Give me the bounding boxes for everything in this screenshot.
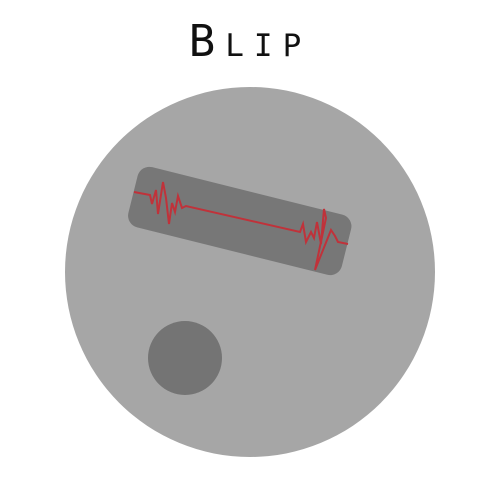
app-title: Blip [188,16,312,67]
heartbeat-line-icon [133,181,349,271]
monitor-panel [128,166,352,276]
logo-disc [65,87,435,457]
indicator-button [148,321,222,395]
